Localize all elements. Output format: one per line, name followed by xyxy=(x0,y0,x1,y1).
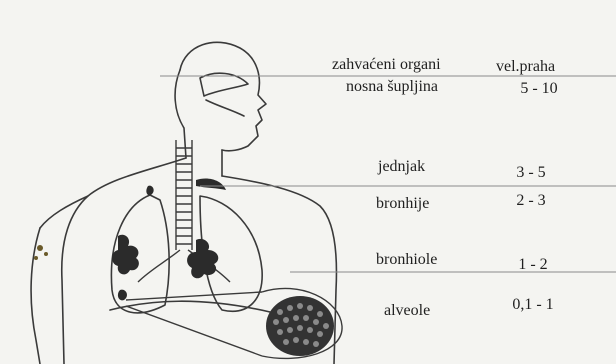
header-size: vel.praha xyxy=(496,58,555,76)
alveoli-cluster xyxy=(266,296,334,356)
header-organs: zahvaćeni organi xyxy=(332,56,441,74)
organ-alveole: alveole xyxy=(384,302,430,320)
size-jednjak: 3 - 5 xyxy=(486,164,576,182)
size-alveole: 0,1 - 1 xyxy=(488,296,578,314)
organ-bronhiole: bronhiole xyxy=(376,251,437,269)
arm-marks xyxy=(34,245,48,260)
size-nosna-supljina: 5 - 10 xyxy=(494,80,584,98)
size-bronhiole: 1 - 2 xyxy=(488,256,578,274)
size-bronhije: 2 - 3 xyxy=(486,192,576,210)
organ-bronhije: bronhije xyxy=(376,195,429,213)
organ-nosna-supljina: nosna šupljina xyxy=(346,78,438,96)
organ-jednjak: jednjak xyxy=(378,158,425,176)
